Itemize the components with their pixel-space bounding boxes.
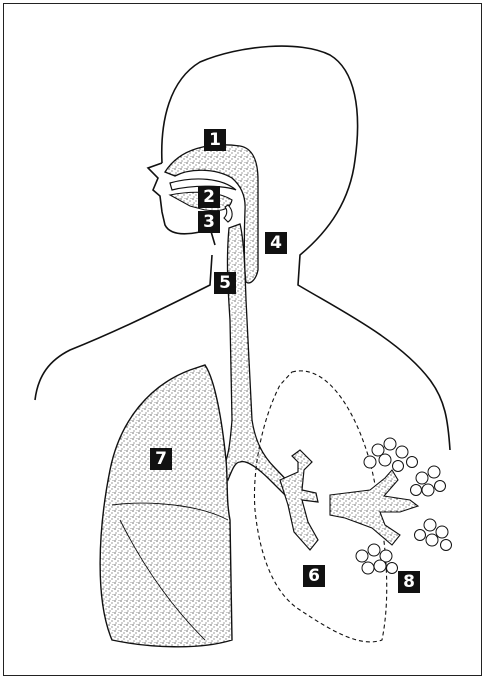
label-2: 2: [198, 186, 220, 208]
label-8: 8: [398, 571, 420, 593]
trachea: [222, 224, 296, 500]
label-5: 5: [214, 272, 236, 294]
epiglottis: [224, 205, 232, 222]
label-4: 4: [265, 232, 287, 254]
bronchial-tree: [280, 450, 318, 550]
right-lung: [100, 365, 232, 647]
label-6: 6: [303, 565, 325, 587]
label-7: 7: [150, 448, 172, 470]
label-1: 1: [204, 129, 226, 151]
label-3: 3: [198, 211, 220, 233]
